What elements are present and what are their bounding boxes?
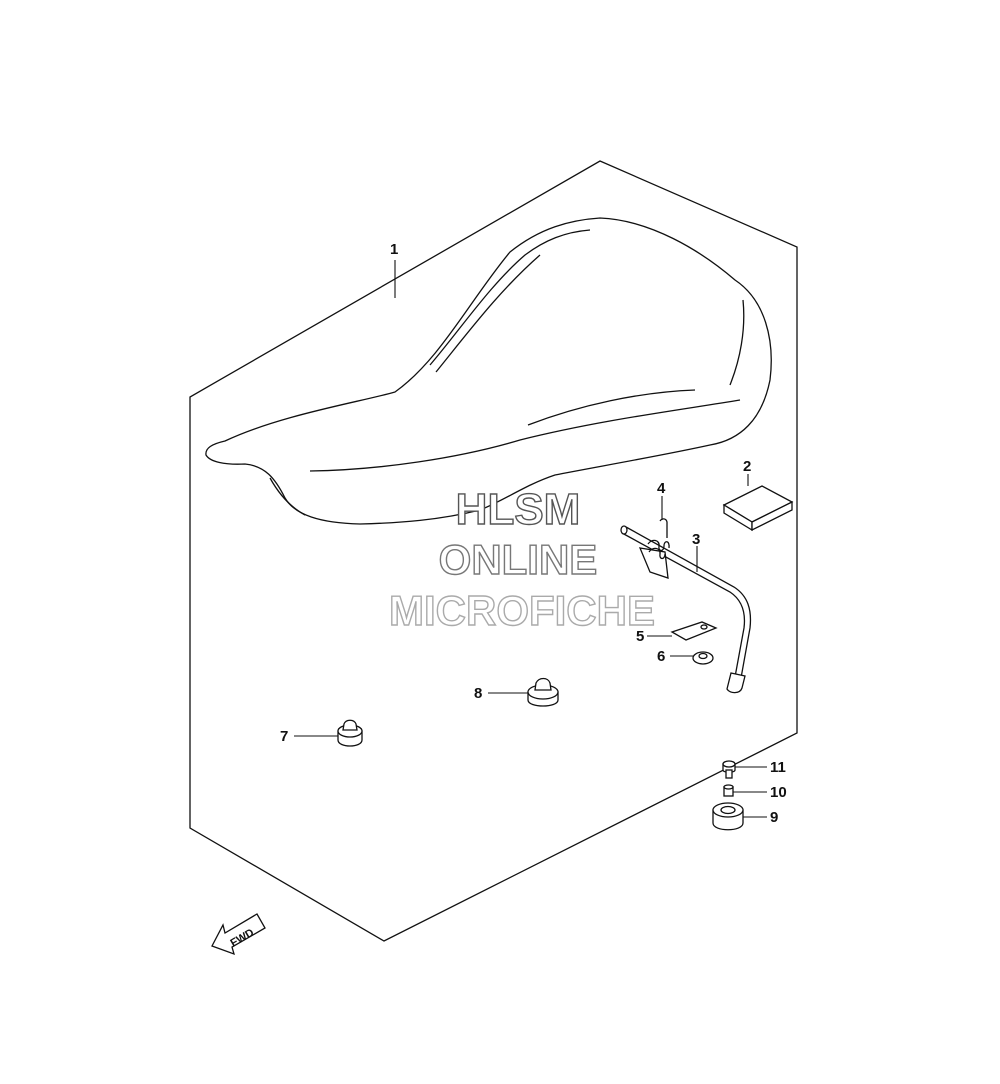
part-bracket[interactable] <box>670 621 718 641</box>
watermark-line-3: MICROFICHE <box>389 587 655 634</box>
part-collar[interactable] <box>723 784 734 797</box>
part-spring[interactable] <box>647 518 670 560</box>
callout-5: 5 <box>636 628 644 645</box>
part-cushion-7[interactable] <box>337 719 363 747</box>
watermark-line-2: ONLINE <box>439 536 598 583</box>
callout-1: 1 <box>390 241 398 258</box>
part-seat[interactable] <box>205 217 772 525</box>
assembly-outline <box>189 160 798 942</box>
callout-10: 10 <box>770 784 787 801</box>
part-nut[interactable] <box>692 651 714 665</box>
callout-2: 2 <box>743 458 751 475</box>
fwd-arrow-icon: FWD <box>211 913 266 956</box>
part-cushion-8[interactable] <box>527 677 559 707</box>
callout-9: 9 <box>770 809 778 826</box>
callout-6: 6 <box>657 648 665 665</box>
part-spacer[interactable] <box>712 802 744 831</box>
callout-11: 11 <box>770 759 786 776</box>
part-pad[interactable] <box>722 485 794 532</box>
part-lock-rod[interactable] <box>620 525 752 694</box>
part-bolt[interactable] <box>722 760 736 779</box>
watermark-line-1: HLSM <box>456 485 581 534</box>
watermark: HLSM ONLINE MICROFICHE <box>388 484 655 634</box>
callout-3: 3 <box>692 531 700 548</box>
callout-8: 8 <box>474 685 482 702</box>
callout-4: 4 <box>657 480 666 497</box>
callout-7: 7 <box>280 728 288 745</box>
